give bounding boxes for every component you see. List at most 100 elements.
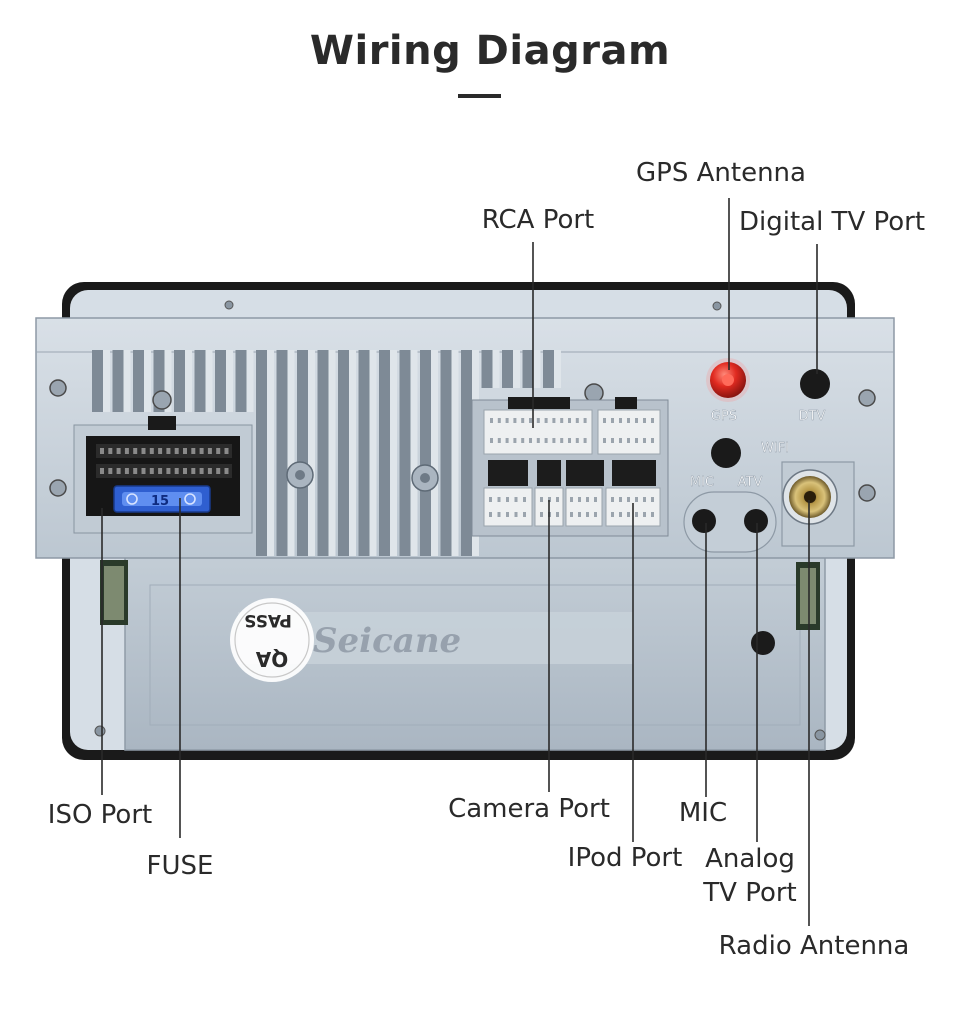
iso-pin bbox=[183, 448, 187, 454]
rca-pin bbox=[627, 418, 630, 423]
rca-pin bbox=[611, 512, 614, 517]
rca-pin bbox=[523, 512, 526, 517]
heatsink-fin bbox=[92, 350, 103, 412]
iso-pin bbox=[108, 468, 113, 474]
fuse-rating-label: 15 bbox=[151, 494, 169, 509]
iso-pin bbox=[174, 448, 179, 454]
qa-stamp-top: PASS bbox=[244, 610, 292, 630]
heatsink-fin-highlight bbox=[451, 350, 459, 556]
rca-pin bbox=[643, 497, 646, 502]
rca-pin bbox=[506, 512, 509, 517]
rca-pin bbox=[611, 497, 614, 502]
rca-pin bbox=[544, 418, 548, 423]
rca-pin bbox=[523, 497, 526, 502]
heatsink-fin-highlight bbox=[246, 350, 254, 412]
dtv-marking: DTV bbox=[799, 409, 826, 424]
rca-pin bbox=[643, 438, 646, 443]
heatsink-fin bbox=[297, 350, 308, 556]
iso-connector bbox=[73, 416, 253, 534]
brand-name: Seicane bbox=[313, 621, 461, 661]
iso-pin bbox=[199, 448, 204, 454]
callout-mic: MIC bbox=[678, 798, 728, 828]
rca-pin bbox=[497, 418, 501, 423]
title-underline bbox=[458, 94, 501, 98]
heatsink-fin bbox=[153, 350, 165, 412]
rca-pin bbox=[505, 418, 509, 423]
rca-pin bbox=[643, 512, 646, 517]
radio-antenna-socket bbox=[781, 461, 855, 547]
heatsink-fin-highlight bbox=[123, 350, 131, 412]
heatsink-fin bbox=[379, 350, 390, 556]
callout-gps-antenna: GPS Antenna bbox=[636, 158, 806, 188]
rca-pin bbox=[490, 438, 493, 443]
rca-pin bbox=[521, 438, 525, 443]
rca-pin bbox=[627, 512, 630, 517]
rca-pin bbox=[603, 418, 606, 423]
rca-pin bbox=[568, 418, 571, 423]
rca-pin bbox=[540, 497, 543, 502]
heatsink-fin bbox=[256, 350, 267, 556]
rca-pin bbox=[586, 512, 589, 517]
callout-fuse: FUSE bbox=[146, 851, 214, 881]
leader-lines bbox=[101, 198, 818, 926]
heatsink-fin-highlight bbox=[513, 350, 520, 388]
rca-pin bbox=[635, 438, 638, 443]
rca-pin bbox=[514, 512, 518, 517]
iso-pin bbox=[100, 448, 104, 454]
iso-pin bbox=[216, 468, 221, 474]
heatsink-fin-highlight bbox=[410, 350, 418, 556]
heatsink-fin bbox=[215, 350, 226, 412]
heatsink-fin bbox=[420, 350, 431, 556]
mic-marking: MIC bbox=[690, 475, 714, 490]
heatsink-fin bbox=[461, 350, 472, 556]
heatsink-fin-highlight bbox=[533, 350, 541, 388]
rca-pin bbox=[651, 512, 654, 517]
rca-pin bbox=[611, 418, 614, 423]
dtv-socket: DTV bbox=[798, 369, 830, 424]
heatsink-fin bbox=[133, 350, 144, 412]
iso-pin bbox=[124, 448, 129, 454]
heatsink-fin bbox=[522, 350, 534, 388]
rca-pin bbox=[548, 497, 551, 502]
heatsink-fin-highlight bbox=[431, 350, 438, 556]
rca-pin bbox=[651, 418, 654, 423]
heatsink-fin bbox=[174, 350, 185, 412]
heatsink-fin bbox=[235, 350, 247, 412]
gps-marking: GPS bbox=[711, 409, 737, 424]
rca-pin bbox=[514, 497, 518, 502]
heatsink-fin bbox=[481, 350, 493, 388]
rca-pin bbox=[540, 512, 543, 517]
rca-pin bbox=[552, 418, 556, 423]
heatsink-fin-highlight bbox=[226, 350, 233, 412]
iso-pin bbox=[224, 468, 229, 474]
rca-pin bbox=[651, 497, 654, 502]
rca-pin bbox=[513, 418, 517, 423]
rca-pin bbox=[490, 418, 493, 423]
rca-pin bbox=[497, 512, 501, 517]
seicane-logo: PASS QA Seicane bbox=[230, 598, 461, 682]
rca-pin bbox=[619, 438, 622, 443]
mic-atv-plate: MIC ATV bbox=[683, 475, 777, 553]
rca-pin bbox=[594, 512, 597, 517]
iso-pin bbox=[124, 468, 129, 474]
heatsink-fin-highlight bbox=[267, 350, 274, 556]
rca-pin bbox=[497, 438, 501, 443]
heatsink-fin bbox=[358, 350, 370, 556]
rca-pin bbox=[536, 418, 540, 423]
heatsink-fin bbox=[194, 350, 206, 412]
rca-pin bbox=[578, 512, 581, 517]
iso-pin bbox=[100, 468, 104, 474]
heatsink-fin-highlight bbox=[492, 350, 500, 388]
callout-analog-tv-port: Analog TV Port bbox=[703, 844, 797, 909]
heatsink-fin-highlight bbox=[287, 350, 295, 556]
iso-pin bbox=[133, 448, 138, 454]
callout-ipod-port: IPod Port bbox=[567, 843, 683, 873]
rca-pin bbox=[603, 438, 606, 443]
iso-pin bbox=[207, 448, 212, 454]
heatsink-fin-highlight bbox=[185, 350, 192, 412]
rca-pin bbox=[552, 438, 556, 443]
mic-socket bbox=[692, 509, 716, 533]
heatsink-fin-highlight bbox=[554, 350, 561, 388]
wifi-marking: WIFI bbox=[761, 441, 789, 456]
